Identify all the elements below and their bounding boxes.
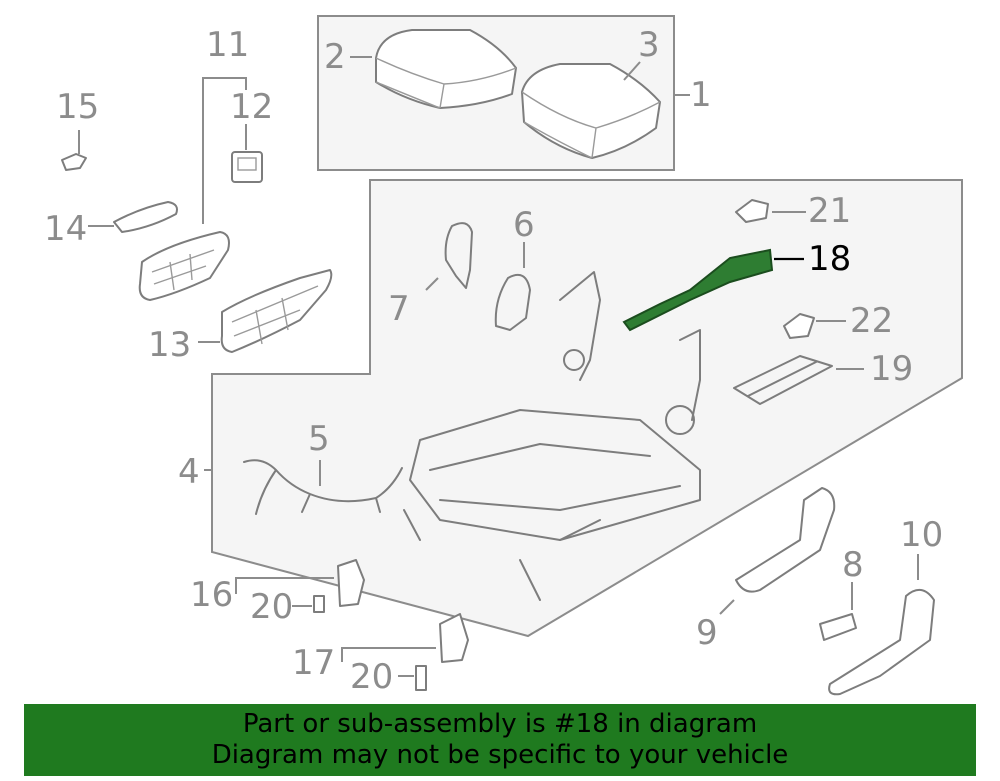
part-9-side-trim[interactable] bbox=[735, 487, 836, 593]
callout-3: 3 bbox=[638, 25, 660, 65]
part-14-handle[interactable] bbox=[113, 201, 178, 233]
part-18-highlighted[interactable] bbox=[622, 248, 774, 332]
callout-22: 22 bbox=[850, 301, 893, 341]
part-4-seat-frame[interactable] bbox=[403, 271, 701, 601]
part-17-cover[interactable] bbox=[439, 613, 469, 663]
callout-8: 8 bbox=[842, 545, 864, 585]
part-20-clip-upper[interactable] bbox=[313, 595, 325, 613]
part-13-side-cover[interactable] bbox=[220, 269, 333, 353]
part-7-bracket[interactable] bbox=[444, 222, 473, 289]
callout-19: 19 bbox=[870, 349, 913, 389]
part-16-cover[interactable] bbox=[337, 559, 365, 607]
callout-10: 10 bbox=[900, 515, 943, 555]
callout-14: 14 bbox=[44, 209, 87, 249]
leader-lines bbox=[78, 56, 919, 677]
callout-2: 2 bbox=[324, 37, 346, 77]
callout-20-upper: 20 bbox=[250, 587, 293, 627]
part-11-side-shield[interactable] bbox=[138, 231, 230, 301]
callout-21: 21 bbox=[808, 191, 851, 231]
callout-1: 1 bbox=[690, 75, 712, 115]
part-8-cap[interactable] bbox=[819, 613, 857, 641]
callout-20-lower: 20 bbox=[350, 657, 393, 697]
part-21-clip[interactable] bbox=[735, 199, 769, 223]
callout-7: 7 bbox=[388, 289, 410, 329]
callout-9: 9 bbox=[696, 613, 718, 653]
part-19-rail[interactable] bbox=[733, 355, 833, 405]
part-3-cushion-cover[interactable] bbox=[521, 63, 661, 159]
callout-labels: 1 2 3 4 5 6 7 8 9 10 11 12 13 14 15 16 1… bbox=[44, 25, 943, 697]
callout-18: 18 bbox=[808, 239, 851, 279]
callout-11: 11 bbox=[206, 25, 249, 65]
callout-16: 16 bbox=[190, 575, 233, 615]
part-12-switch[interactable] bbox=[231, 151, 263, 183]
callout-15: 15 bbox=[56, 87, 99, 127]
part-22-clip[interactable] bbox=[783, 313, 815, 339]
banner-line-1: Part or sub-assembly is #18 in diagram bbox=[242, 709, 758, 739]
callout-4: 4 bbox=[178, 452, 200, 492]
callout-6: 6 bbox=[513, 205, 535, 245]
part-10-side-trim[interactable] bbox=[828, 589, 935, 696]
part-2-cushion-pad[interactable] bbox=[375, 29, 517, 109]
callout-12: 12 bbox=[230, 87, 273, 127]
seat-frame-group-panel bbox=[211, 179, 963, 638]
part-15-clip[interactable] bbox=[61, 153, 87, 171]
callout-13: 13 bbox=[148, 325, 191, 365]
info-banner: Part or sub-assembly is #18 in diagram D… bbox=[24, 704, 976, 776]
callout-17: 17 bbox=[292, 643, 335, 683]
callout-5: 5 bbox=[308, 419, 330, 459]
part-20-clip-lower[interactable] bbox=[415, 665, 427, 691]
part-6-cover[interactable] bbox=[494, 274, 531, 331]
banner-line-2: Diagram may not be specific to your vehi… bbox=[211, 740, 789, 770]
part-5-wire-harness[interactable] bbox=[243, 459, 403, 515]
